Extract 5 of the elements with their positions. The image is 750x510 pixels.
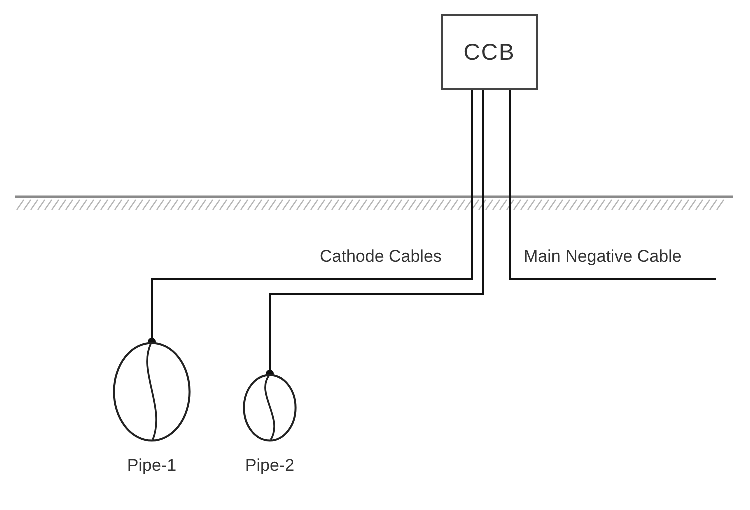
pipe-label: Pipe-1 [127, 456, 177, 476]
equipment-label: CCB [464, 38, 516, 66]
equipment-box [441, 14, 538, 90]
cable-line [509, 90, 716, 280]
pipe-label: Pipe-2 [245, 456, 295, 476]
